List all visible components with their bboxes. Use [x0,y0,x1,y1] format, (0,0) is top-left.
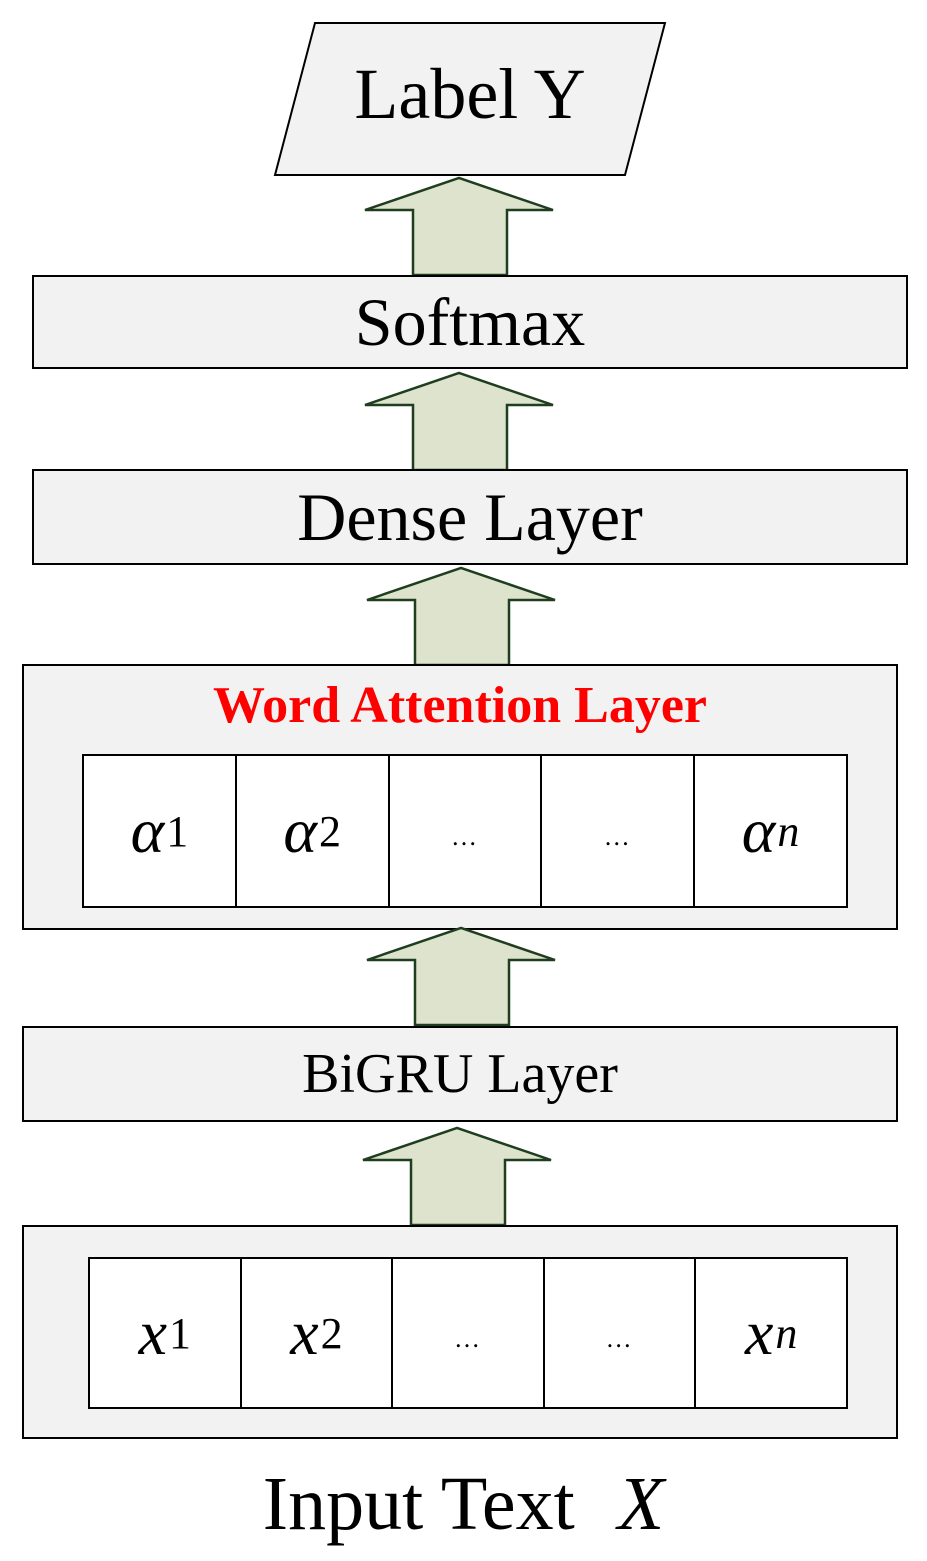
input-ellipsis-cell: … [391,1259,543,1407]
attention-ellipsis-cell: … [540,756,693,906]
output-label: Label Y [354,54,586,134]
up-arrow-icon [366,566,556,667]
dense-layer-box: Dense Layer [32,469,908,565]
output-parallelogram [273,22,667,176]
attention-ellipsis-cell: … [387,756,541,906]
input-caption: Input Text X [0,1466,927,1542]
input-caption-text: Input Text [262,1462,575,1546]
bigru-layer-box: BiGRU Layer [22,1026,898,1122]
softmax-label: Softmax [354,284,586,360]
up-arrow-icon [364,176,554,277]
up-arrow-icon [366,926,556,1027]
input-caption-symbol: X [617,1462,665,1546]
up-arrow-icon [364,371,554,472]
word-attention-layer-title: Word Attention Layer [213,677,707,734]
bigru-layer-label: BiGRU Layer [302,1043,618,1105]
softmax-box: Softmax [32,275,908,369]
input-ellipsis-cell: … [542,1259,695,1407]
up-arrow-icon [362,1126,552,1227]
dense-layer-label: Dense Layer [297,479,643,555]
